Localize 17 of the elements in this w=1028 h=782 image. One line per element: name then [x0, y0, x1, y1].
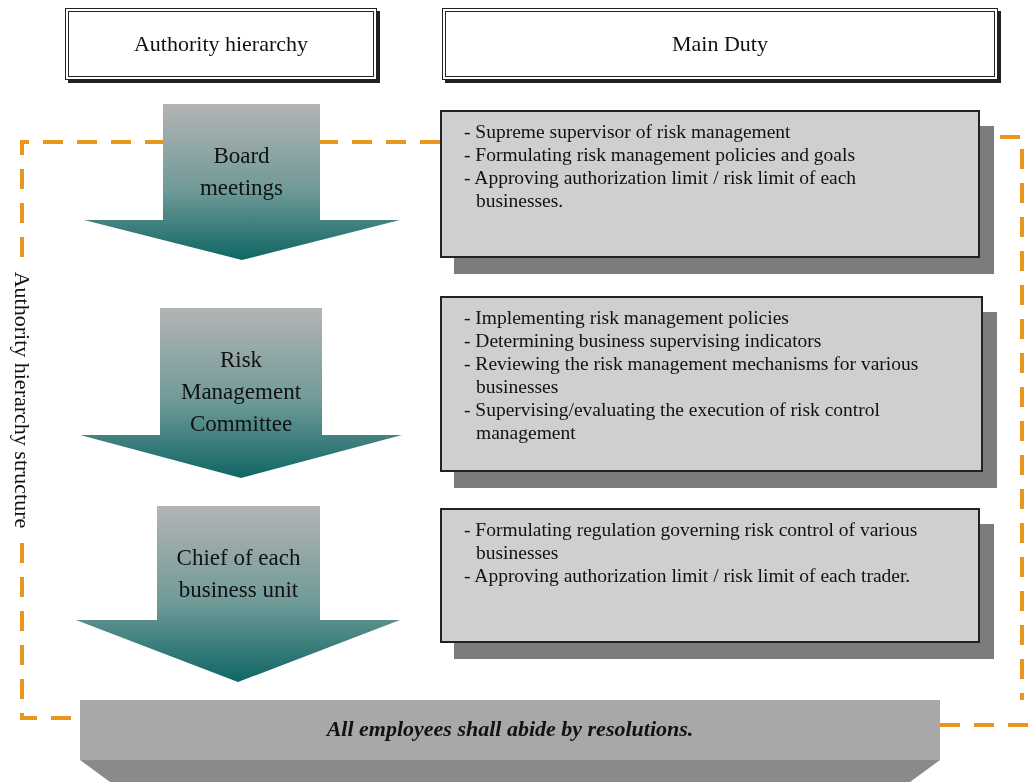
arrow-label: Risk Management Committee	[179, 346, 303, 439]
duty-item: - Implementing risk management policies	[464, 306, 790, 329]
duty-item: - Determining business supervising indicators	[464, 329, 823, 352]
duty-item: - Approving authorization limit / risk limit of each trader.	[464, 564, 912, 587]
duty-item: - Reviewing the risk management mechanisms for various businesses	[464, 352, 920, 398]
header-box	[442, 8, 998, 80]
duty-item: - Approving authorization limit / risk limit of each businesses.	[464, 166, 858, 212]
duty-item: - Formulating regulation governing risk control of various businesses	[464, 518, 919, 564]
header-text: Authority hierarchy	[133, 31, 309, 57]
duty-item: - Formulating risk management policies and goals	[464, 143, 856, 166]
duty-item: - Supreme supervisor of risk management	[464, 120, 792, 143]
arrow-label: Chief of each business unit	[175, 544, 302, 605]
arrow-label: Board meetings	[198, 142, 284, 203]
header-text: Main Duty	[672, 31, 768, 57]
duty-item: - Supervising/evaluating the execution of risk control management	[464, 398, 881, 444]
banner-text: All employees shall abide by resolutions.	[324, 716, 695, 742]
header-box	[65, 8, 377, 80]
